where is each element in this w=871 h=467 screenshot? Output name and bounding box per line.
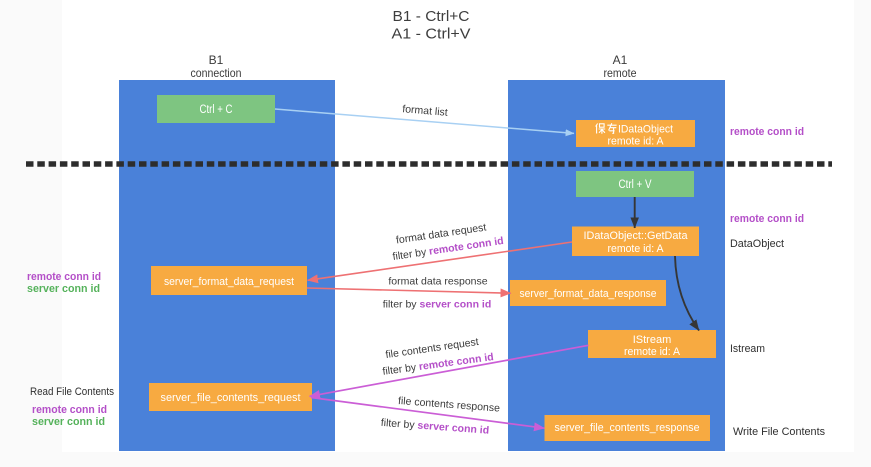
svg-text:IStream: IStream bbox=[633, 334, 672, 346]
svg-text:Ctrl + C: Ctrl + C bbox=[200, 104, 233, 116]
svg-text:server conn id: server conn id bbox=[32, 416, 105, 428]
svg-text:remote conn id: remote conn id bbox=[27, 271, 101, 283]
svg-text:Read File Contents: Read File Contents bbox=[30, 386, 114, 398]
svg-text:remote conn id: remote conn id bbox=[730, 213, 804, 225]
svg-text:A1: A1 bbox=[613, 53, 628, 67]
svg-text:remote id: A: remote id: A bbox=[608, 243, 665, 255]
svg-text:Ctrl + V: Ctrl + V bbox=[619, 179, 652, 191]
svg-text:Write File Contents: Write File Contents bbox=[733, 426, 825, 438]
svg-text:format data response: format data response bbox=[388, 276, 487, 288]
svg-text:server conn id: server conn id bbox=[27, 283, 100, 295]
svg-text:connection: connection bbox=[191, 66, 242, 80]
svg-text:server_format_data_request: server_format_data_request bbox=[164, 276, 294, 288]
svg-text:remote conn id: remote conn id bbox=[730, 126, 804, 138]
svg-text:server_file_contents_response: server_file_contents_response bbox=[555, 422, 700, 434]
svg-text:remote id: A: remote id: A bbox=[608, 136, 665, 148]
svg-text:remote conn id: remote conn id bbox=[32, 404, 107, 416]
svg-text:Istream: Istream bbox=[730, 343, 765, 355]
svg-text:server_format_data_response: server_format_data_response bbox=[520, 288, 657, 300]
svg-text:IDataObject::GetData: IDataObject::GetData bbox=[584, 230, 689, 242]
svg-text:server_file_contents_request: server_file_contents_request bbox=[161, 392, 301, 404]
svg-text:remote id: A: remote id: A bbox=[624, 346, 681, 358]
svg-text:remote: remote bbox=[604, 66, 637, 80]
svg-text:DataObject: DataObject bbox=[730, 238, 784, 250]
svg-text:format list: format list bbox=[402, 103, 448, 119]
svg-text:B1 - Ctrl+C: B1 - Ctrl+C bbox=[393, 8, 470, 25]
svg-text:A1 - Ctrl+V: A1 - Ctrl+V bbox=[392, 26, 471, 43]
svg-text:B1: B1 bbox=[209, 53, 224, 67]
svg-text:IDataObject: IDataObject bbox=[618, 124, 673, 136]
svg-text:filter by server conn id: filter by server conn id bbox=[383, 299, 492, 311]
